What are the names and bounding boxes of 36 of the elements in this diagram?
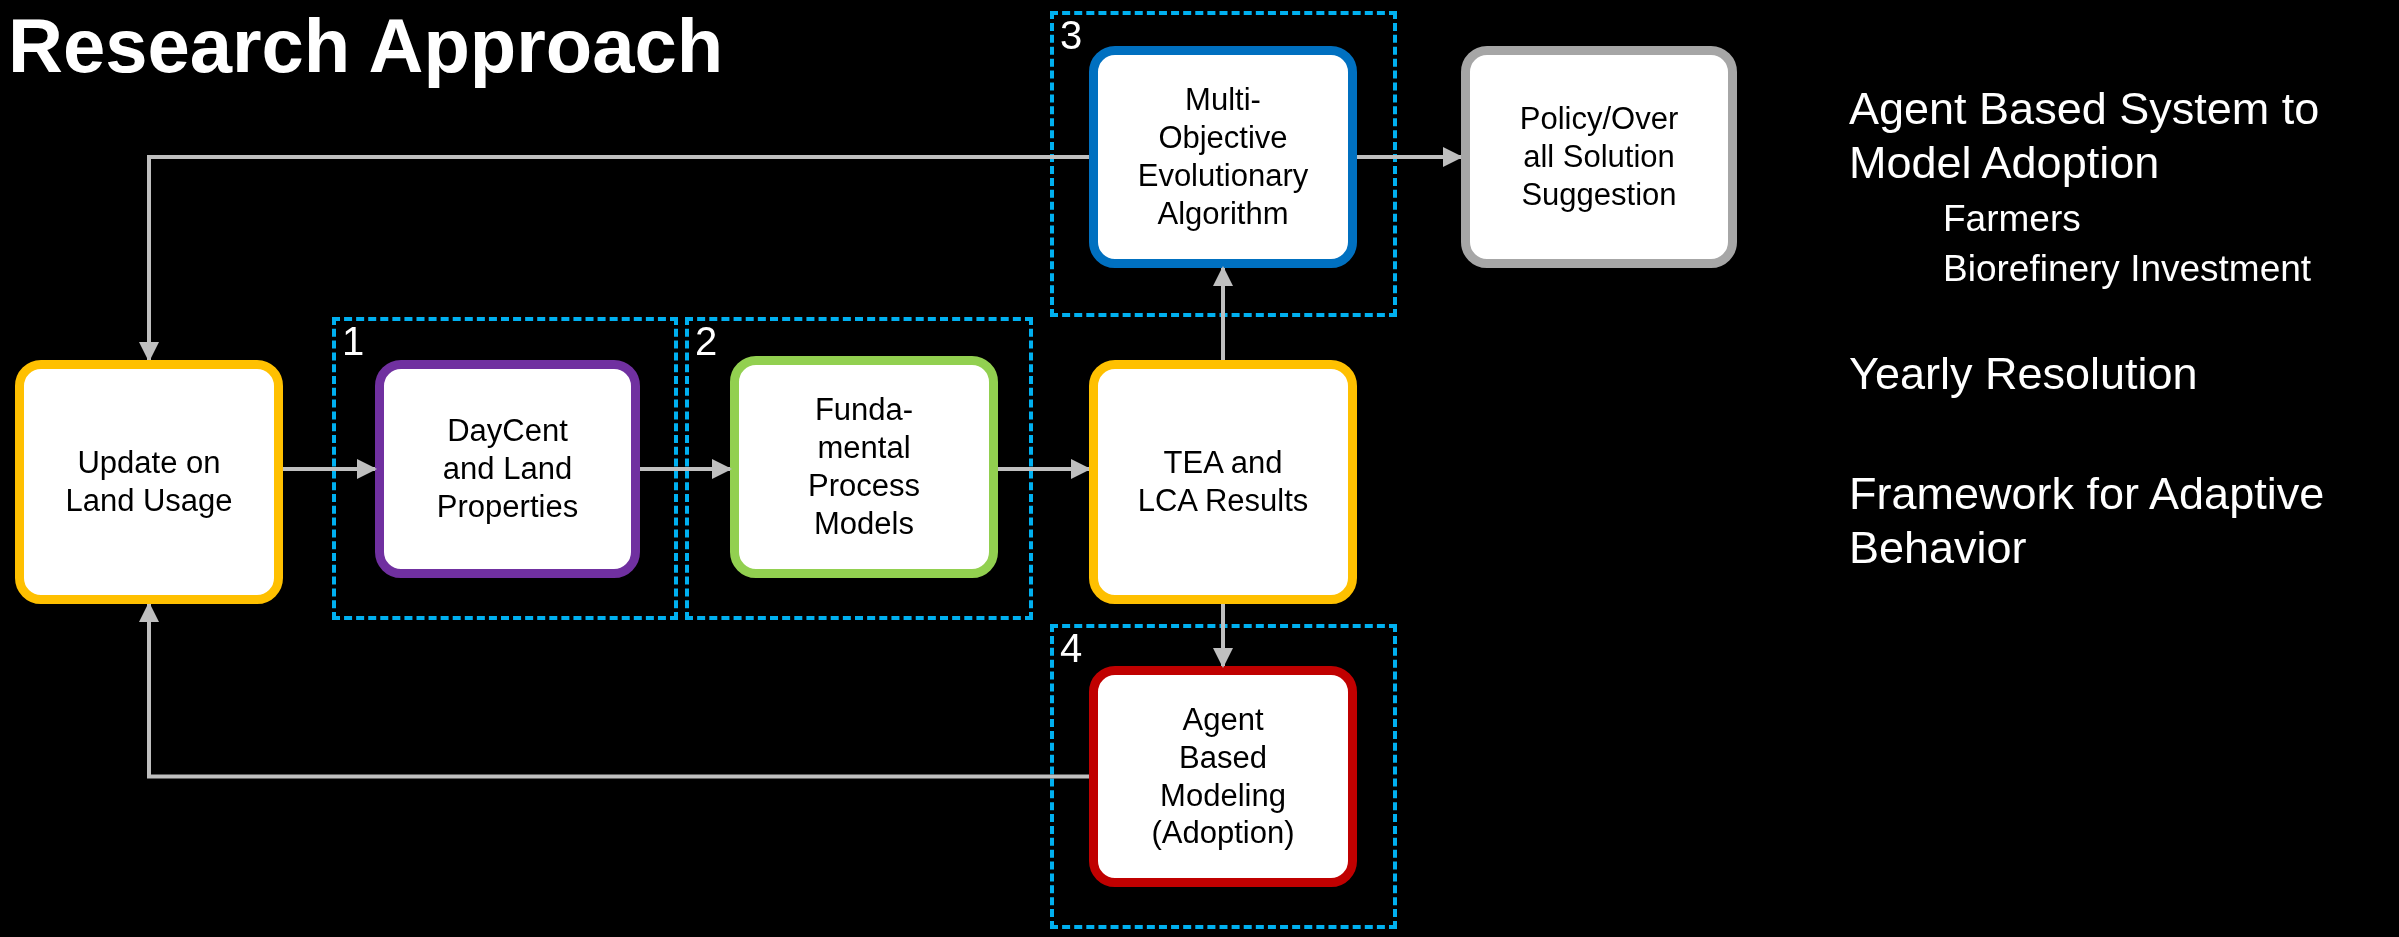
process-box [1461, 46, 1737, 268]
dashed-group-frame [1050, 624, 1397, 929]
process-box [1089, 666, 1357, 887]
arrow [1213, 604, 1233, 668]
box-label: DayCent and Land Properties [435, 412, 580, 526]
process-box [375, 360, 640, 578]
box-label: Policy/Over all Solution Suggestion [1518, 100, 1680, 214]
note-text: Biorefinery Investment [1943, 247, 2313, 291]
process-box [1089, 46, 1357, 268]
dashed-group-frame [685, 317, 1033, 620]
group-number: 2 [695, 319, 718, 363]
note-text: Agent Based System to Model Adoption [1849, 82, 2321, 190]
note-text: Yearly Resolution [1849, 347, 2199, 401]
dashed-group-frame [1050, 11, 1397, 317]
process-box [730, 356, 998, 578]
group-number: 3 [1060, 13, 1083, 57]
process-box [1089, 360, 1357, 604]
group-number: 1 [342, 319, 365, 363]
box-label: Agent Based Modeling (Adoption) [1150, 700, 1296, 853]
dashed-group-frame [332, 317, 678, 620]
box-label: Multi- Objective Evolutionary Algorithm [1136, 81, 1310, 233]
arrow [139, 602, 1089, 779]
process-box [15, 360, 283, 604]
note-text: Framework for Adaptive Behavior [1849, 467, 2326, 575]
arrow [998, 459, 1091, 479]
arrow [1357, 147, 1463, 167]
arrow [283, 459, 377, 479]
arrow [139, 155, 1089, 362]
title: Research Approach [8, 2, 724, 89]
note-text: Farmers [1943, 197, 2082, 241]
box-label: Update on Land Usage [64, 444, 234, 520]
arrow [1213, 266, 1233, 360]
box-label: Funda- mental Process Models [807, 391, 921, 543]
group-number: 4 [1060, 626, 1083, 670]
arrow [640, 459, 732, 479]
box-label: TEA and LCA Results [1136, 444, 1310, 520]
